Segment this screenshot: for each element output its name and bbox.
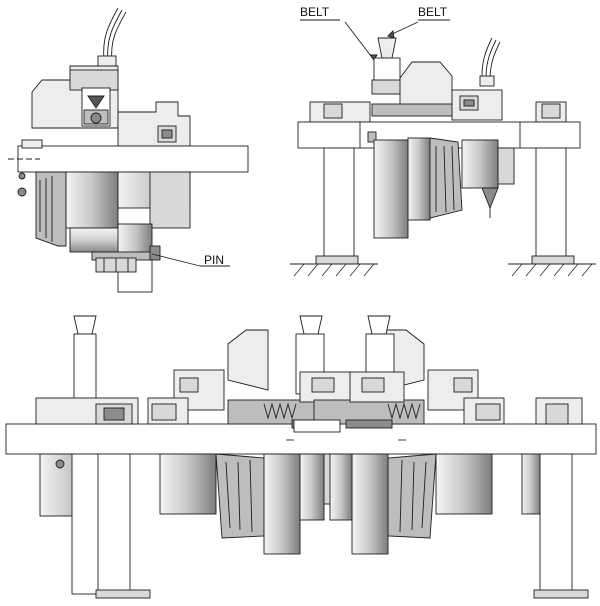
- pin-leader: [151, 253, 201, 267]
- clutch-disc: [65, 171, 119, 229]
- view-bottom-assembly: [5, 315, 597, 599]
- bearing-housing: [117, 101, 191, 147]
- shaft-coupling: [293, 419, 341, 433]
- left-clutch-disc: [263, 453, 301, 555]
- support-leg-right: [535, 147, 567, 261]
- belt-label-left: BELT: [300, 5, 330, 19]
- left-clutch-housing: [227, 329, 269, 391]
- clutch-lining: [35, 171, 67, 247]
- spring-left: [263, 402, 297, 420]
- main-shaft-left-view: [17, 145, 249, 173]
- belt-pulley-left: [299, 315, 323, 335]
- spring-right: [387, 402, 421, 420]
- belt-pulley: [377, 37, 397, 59]
- support-column-right: [539, 453, 573, 595]
- support-column-left: [97, 453, 131, 595]
- view-top-right: BELT BELT: [290, 5, 596, 277]
- belt-leader-left: [344, 21, 375, 61]
- belt-label-right: BELT: [418, 5, 448, 19]
- belt-pulley-right: [367, 315, 391, 335]
- support-leg-left: [323, 147, 355, 261]
- ground-hatch-right-view: [293, 263, 593, 277]
- right-clutch-disc: [351, 453, 389, 555]
- clutch-disc-1: [373, 139, 409, 239]
- pin-label: PIN: [204, 253, 224, 267]
- view-top-left: PIN: [8, 7, 249, 293]
- pulley-left-end: [73, 315, 97, 335]
- top-right-housing: [399, 61, 453, 109]
